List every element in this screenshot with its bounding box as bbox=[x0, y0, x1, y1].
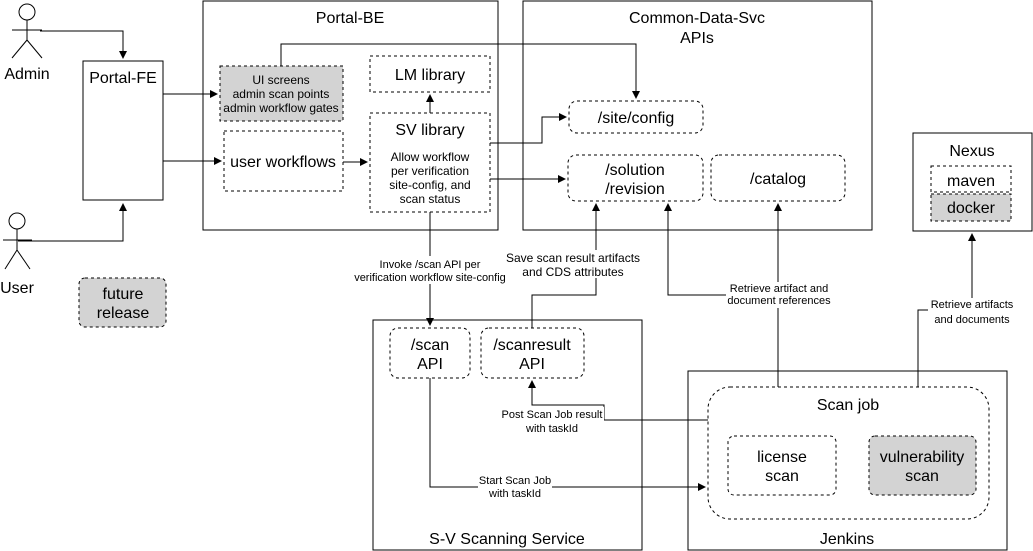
future-release-legend: future release bbox=[78, 277, 167, 328]
post-result-label-line2: with taskId bbox=[525, 423, 578, 435]
future-release-line1: future bbox=[103, 286, 144, 303]
sv-library-to-site-config-arrow bbox=[490, 113, 567, 144]
sv-library-node: SV library Allow workflow per verificati… bbox=[369, 112, 491, 213]
future-release-line2: release bbox=[97, 305, 150, 322]
vulnerability-scan-node: vulnerability scan bbox=[868, 435, 977, 496]
ui-screens-line1: UI screens bbox=[252, 73, 309, 87]
license-scan-line1: license bbox=[757, 449, 807, 466]
sv-library-desc-line4: scan status bbox=[400, 192, 461, 206]
portal-be-title: Portal-BE bbox=[316, 10, 384, 27]
scanresult-api-to-solution-revision-arrow bbox=[531, 203, 600, 328]
sv-library-desc-line1: Allow workflow bbox=[391, 150, 470, 164]
retrieve-refs-label-line2: document references bbox=[727, 295, 831, 307]
scan-api-line2: API bbox=[417, 356, 443, 373]
user-stick-figure-icon bbox=[3, 212, 32, 270]
invoke-scan-edge-label: Invoke /scan API per verification workfl… bbox=[352, 256, 508, 284]
start-job-label-line2: with taskId bbox=[488, 488, 541, 500]
cds-title-line2: APIs bbox=[680, 30, 714, 47]
solution-revision-line1: /solution bbox=[605, 162, 665, 179]
save-scan-label-line2: and CDS attributes bbox=[522, 265, 623, 279]
sv-library-desc-line3: site-config, and bbox=[389, 178, 470, 192]
solution-revision-line2: /revision bbox=[605, 181, 665, 198]
retrieve-refs-edge-label: Retrieve artifact and document reference… bbox=[726, 282, 832, 308]
catalog-node: /catalog bbox=[710, 154, 846, 202]
docker-label: docker bbox=[947, 200, 996, 217]
post-result-label-line1: Post Scan Job result bbox=[502, 409, 603, 421]
docker-node: docker bbox=[930, 193, 1012, 222]
ui-screens-to-site-config-arrow bbox=[280, 43, 640, 99]
license-scan-node: license scan bbox=[727, 435, 837, 496]
start-job-edge-label: Start Scan Job with taskId bbox=[478, 474, 552, 500]
lm-library-label: LM library bbox=[395, 67, 465, 84]
ui-screens-node: UI screens admin scan points admin workf… bbox=[219, 65, 344, 122]
ui-screens-line2: admin scan points bbox=[233, 87, 330, 101]
sv-library-label: SV library bbox=[395, 122, 464, 139]
retrieve-artifacts-label-line2: and documents bbox=[934, 314, 1010, 326]
catalog-label: /catalog bbox=[750, 171, 806, 188]
lm-library-node: LM library bbox=[369, 55, 491, 93]
admin-actor: Admin bbox=[4, 3, 50, 83]
invoke-scan-label-line1: Invoke /scan API per bbox=[380, 259, 481, 271]
maven-node: maven bbox=[930, 165, 1012, 193]
start-job-label-line1: Start Scan Job bbox=[479, 475, 551, 487]
user-actor: User bbox=[0, 212, 35, 297]
admin-label: Admin bbox=[4, 66, 49, 83]
scanning-service-title: S-V Scanning Service bbox=[429, 531, 585, 548]
vulnerability-scan-line2: scan bbox=[905, 468, 939, 485]
admin-to-portal-fe-arrow bbox=[40, 30, 127, 59]
license-scan-line2: scan bbox=[765, 468, 799, 485]
retrieve-artifacts-edge-label: Retrieve artifacts and documents bbox=[928, 298, 1016, 326]
scanresult-api-line1: /scanresult bbox=[493, 337, 571, 354]
scanresult-api-node: /scanresult API bbox=[480, 327, 585, 379]
site-config-label: /site/config bbox=[598, 110, 674, 127]
maven-label: maven bbox=[947, 173, 995, 190]
scan-job-label: Scan job bbox=[817, 397, 879, 414]
scan-api-node: /scan API bbox=[389, 327, 471, 379]
user-label: User bbox=[0, 280, 34, 297]
save-scan-label-line1: Save scan result artifacts bbox=[506, 251, 640, 265]
user-to-portal-fe-arrow bbox=[18, 203, 127, 242]
scan-job-to-scanresult-api-arrow bbox=[528, 380, 708, 421]
nexus-title: Nexus bbox=[949, 143, 994, 160]
scan-api-to-scan-job-arrow bbox=[429, 378, 706, 491]
portal-fe-label: Portal-FE bbox=[89, 70, 157, 87]
portal-fe-node: Portal-FE bbox=[82, 60, 164, 201]
user-workflows-node: user workflows bbox=[223, 130, 344, 192]
retrieve-refs-label-line1: Retrieve artifact and bbox=[730, 283, 828, 295]
solution-revision-node: /solution /revision bbox=[567, 154, 704, 202]
site-config-node: /site/config bbox=[568, 100, 704, 134]
cds-title-line1: Common-Data-Svc bbox=[629, 10, 765, 27]
admin-stick-figure-icon bbox=[11, 3, 43, 59]
retrieve-artifacts-label-line1: Retrieve artifacts bbox=[931, 299, 1014, 311]
scanresult-api-line2: API bbox=[519, 356, 545, 373]
save-scan-edge-label: Save scan result artifacts and CDS attri… bbox=[506, 250, 640, 279]
sv-library-desc-line2: per verification bbox=[391, 164, 469, 178]
invoke-scan-label-line2: verification workflow site-config bbox=[354, 272, 506, 284]
user-workflows-label: user workflows bbox=[230, 154, 336, 171]
post-result-edge-label: Post Scan Job result with taskId bbox=[500, 407, 604, 435]
scan-api-line1: /scan bbox=[411, 337, 449, 354]
jenkins-title: Jenkins bbox=[820, 531, 874, 548]
ui-screens-line3: admin workflow gates bbox=[223, 101, 338, 115]
vulnerability-scan-line1: vulnerability bbox=[880, 449, 964, 466]
